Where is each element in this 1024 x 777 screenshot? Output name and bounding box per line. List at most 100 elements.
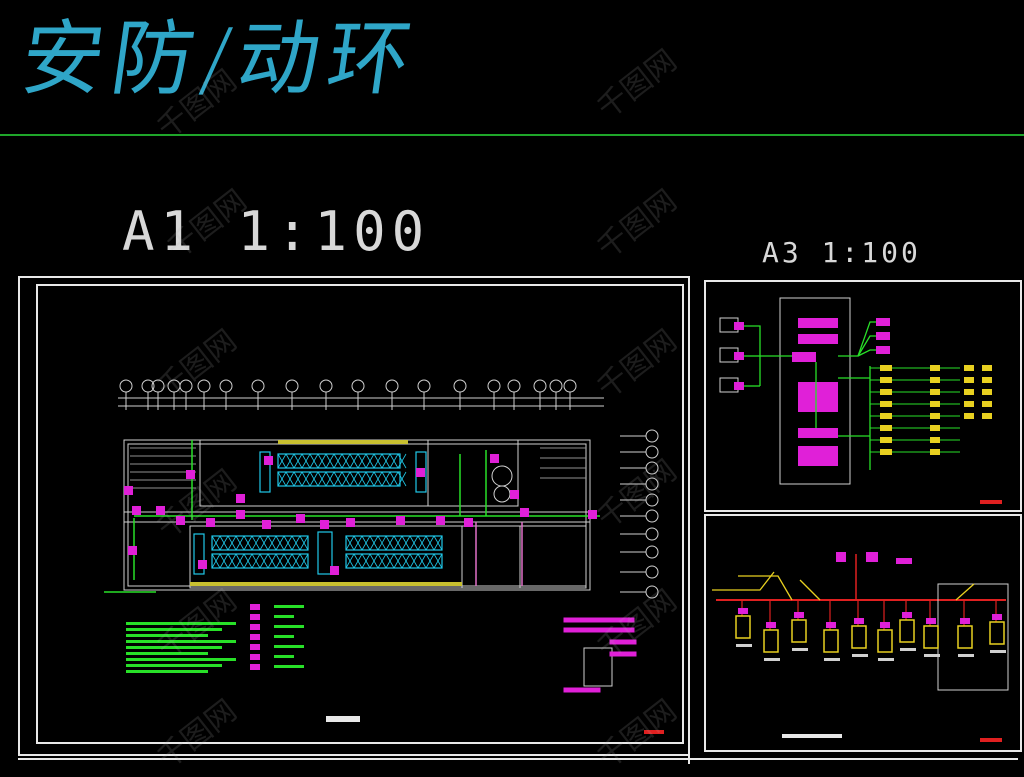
device-yellow — [964, 389, 974, 395]
rack-mark — [275, 553, 285, 569]
device-yellow — [930, 449, 940, 455]
bus-device-head — [854, 618, 864, 624]
security-device — [490, 454, 499, 463]
rack-mark — [401, 553, 411, 569]
bus-device — [877, 629, 893, 653]
security-device — [320, 520, 329, 529]
bus-device-label — [900, 648, 916, 651]
scale-label-a1: A1 1:100 — [122, 200, 431, 263]
rack-mark — [357, 471, 367, 487]
rack-mark — [409, 553, 419, 569]
legend-symbol — [250, 624, 260, 630]
legend-text — [274, 665, 304, 668]
a3-sheet-bus-diagram-frame — [704, 514, 1022, 752]
security-device — [198, 560, 207, 569]
rack-mark — [333, 471, 343, 487]
axis-bubble — [251, 379, 265, 393]
security-device — [520, 508, 529, 517]
legend-symbol — [250, 644, 260, 650]
legend-symbol — [250, 614, 260, 620]
legend-text — [274, 605, 304, 608]
rack-mark — [227, 535, 237, 551]
legend-text — [274, 635, 294, 638]
axis-bubble — [319, 379, 333, 393]
rack-mark — [299, 535, 309, 551]
legend-text — [274, 645, 304, 648]
device-yellow — [930, 389, 940, 395]
bus-device-label — [824, 658, 840, 661]
axis-bubble — [645, 509, 659, 523]
legend-symbol — [250, 664, 260, 670]
rack-mark — [301, 453, 311, 469]
rack-mark — [219, 535, 229, 551]
legend-line — [126, 634, 208, 637]
device-yellow — [930, 377, 940, 383]
axis-bubble — [219, 379, 233, 393]
security-device — [510, 490, 519, 499]
rack-mark — [401, 535, 411, 551]
legend-text — [274, 615, 294, 618]
axis-bubble — [385, 379, 399, 393]
equipment-circle-2 — [493, 485, 511, 503]
security-device — [588, 510, 597, 519]
rack-mark — [275, 535, 285, 551]
security-device — [176, 516, 185, 525]
bus-device-head — [960, 618, 970, 624]
device-yellow — [880, 401, 892, 407]
rack-mark — [341, 471, 351, 487]
rack-mark — [285, 471, 295, 487]
rack-mark — [317, 453, 327, 469]
bus-device — [923, 625, 939, 649]
legend-line — [126, 652, 208, 655]
rack-mark — [219, 553, 229, 569]
security-device — [236, 494, 245, 503]
rack-mark — [211, 553, 221, 569]
rack-mark — [433, 535, 443, 551]
rack-mark — [345, 553, 355, 569]
axis-bubble — [549, 379, 563, 393]
rack-mark — [283, 553, 293, 569]
legend-symbol — [250, 654, 260, 660]
security-device — [206, 518, 215, 527]
bus-device-head — [826, 622, 836, 628]
rack-mark — [243, 535, 253, 551]
bus-device-label — [878, 658, 894, 661]
axis-bubble — [563, 379, 577, 393]
security-devices — [124, 454, 597, 575]
rack-mark — [251, 535, 261, 551]
security-device — [464, 518, 473, 527]
legend-text — [274, 625, 304, 628]
bus-device-head — [880, 622, 890, 628]
equipment-circle-1 — [491, 465, 513, 487]
room-lower-a — [189, 525, 463, 589]
rack-mark — [291, 535, 301, 551]
rack-mark — [211, 535, 221, 551]
server-racks — [193, 451, 443, 575]
legend-symbol — [250, 634, 260, 640]
rack-mark — [425, 553, 435, 569]
rack-mark — [377, 553, 387, 569]
bus-device — [763, 629, 779, 653]
room-lower-b — [461, 525, 587, 589]
axis-bubble — [645, 527, 659, 541]
rack-mark — [377, 535, 387, 551]
wall-band-2 — [278, 440, 408, 444]
security-device — [132, 506, 141, 515]
axis-bubble — [487, 379, 501, 393]
device-yellow — [964, 413, 974, 419]
device-yellow — [982, 389, 992, 395]
rack-mark — [409, 535, 419, 551]
rack-mark — [325, 471, 335, 487]
rack-mark — [357, 453, 367, 469]
rack-mark — [345, 535, 355, 551]
rack-mark — [425, 535, 435, 551]
security-device — [264, 456, 273, 465]
device-yellow — [930, 425, 940, 431]
device-yellow — [930, 413, 940, 419]
sheet-stamp-a1 — [644, 730, 664, 734]
bus-device-label — [736, 644, 752, 647]
bus-device — [735, 615, 751, 639]
rack-mark — [285, 453, 295, 469]
rack-mark — [235, 553, 245, 569]
